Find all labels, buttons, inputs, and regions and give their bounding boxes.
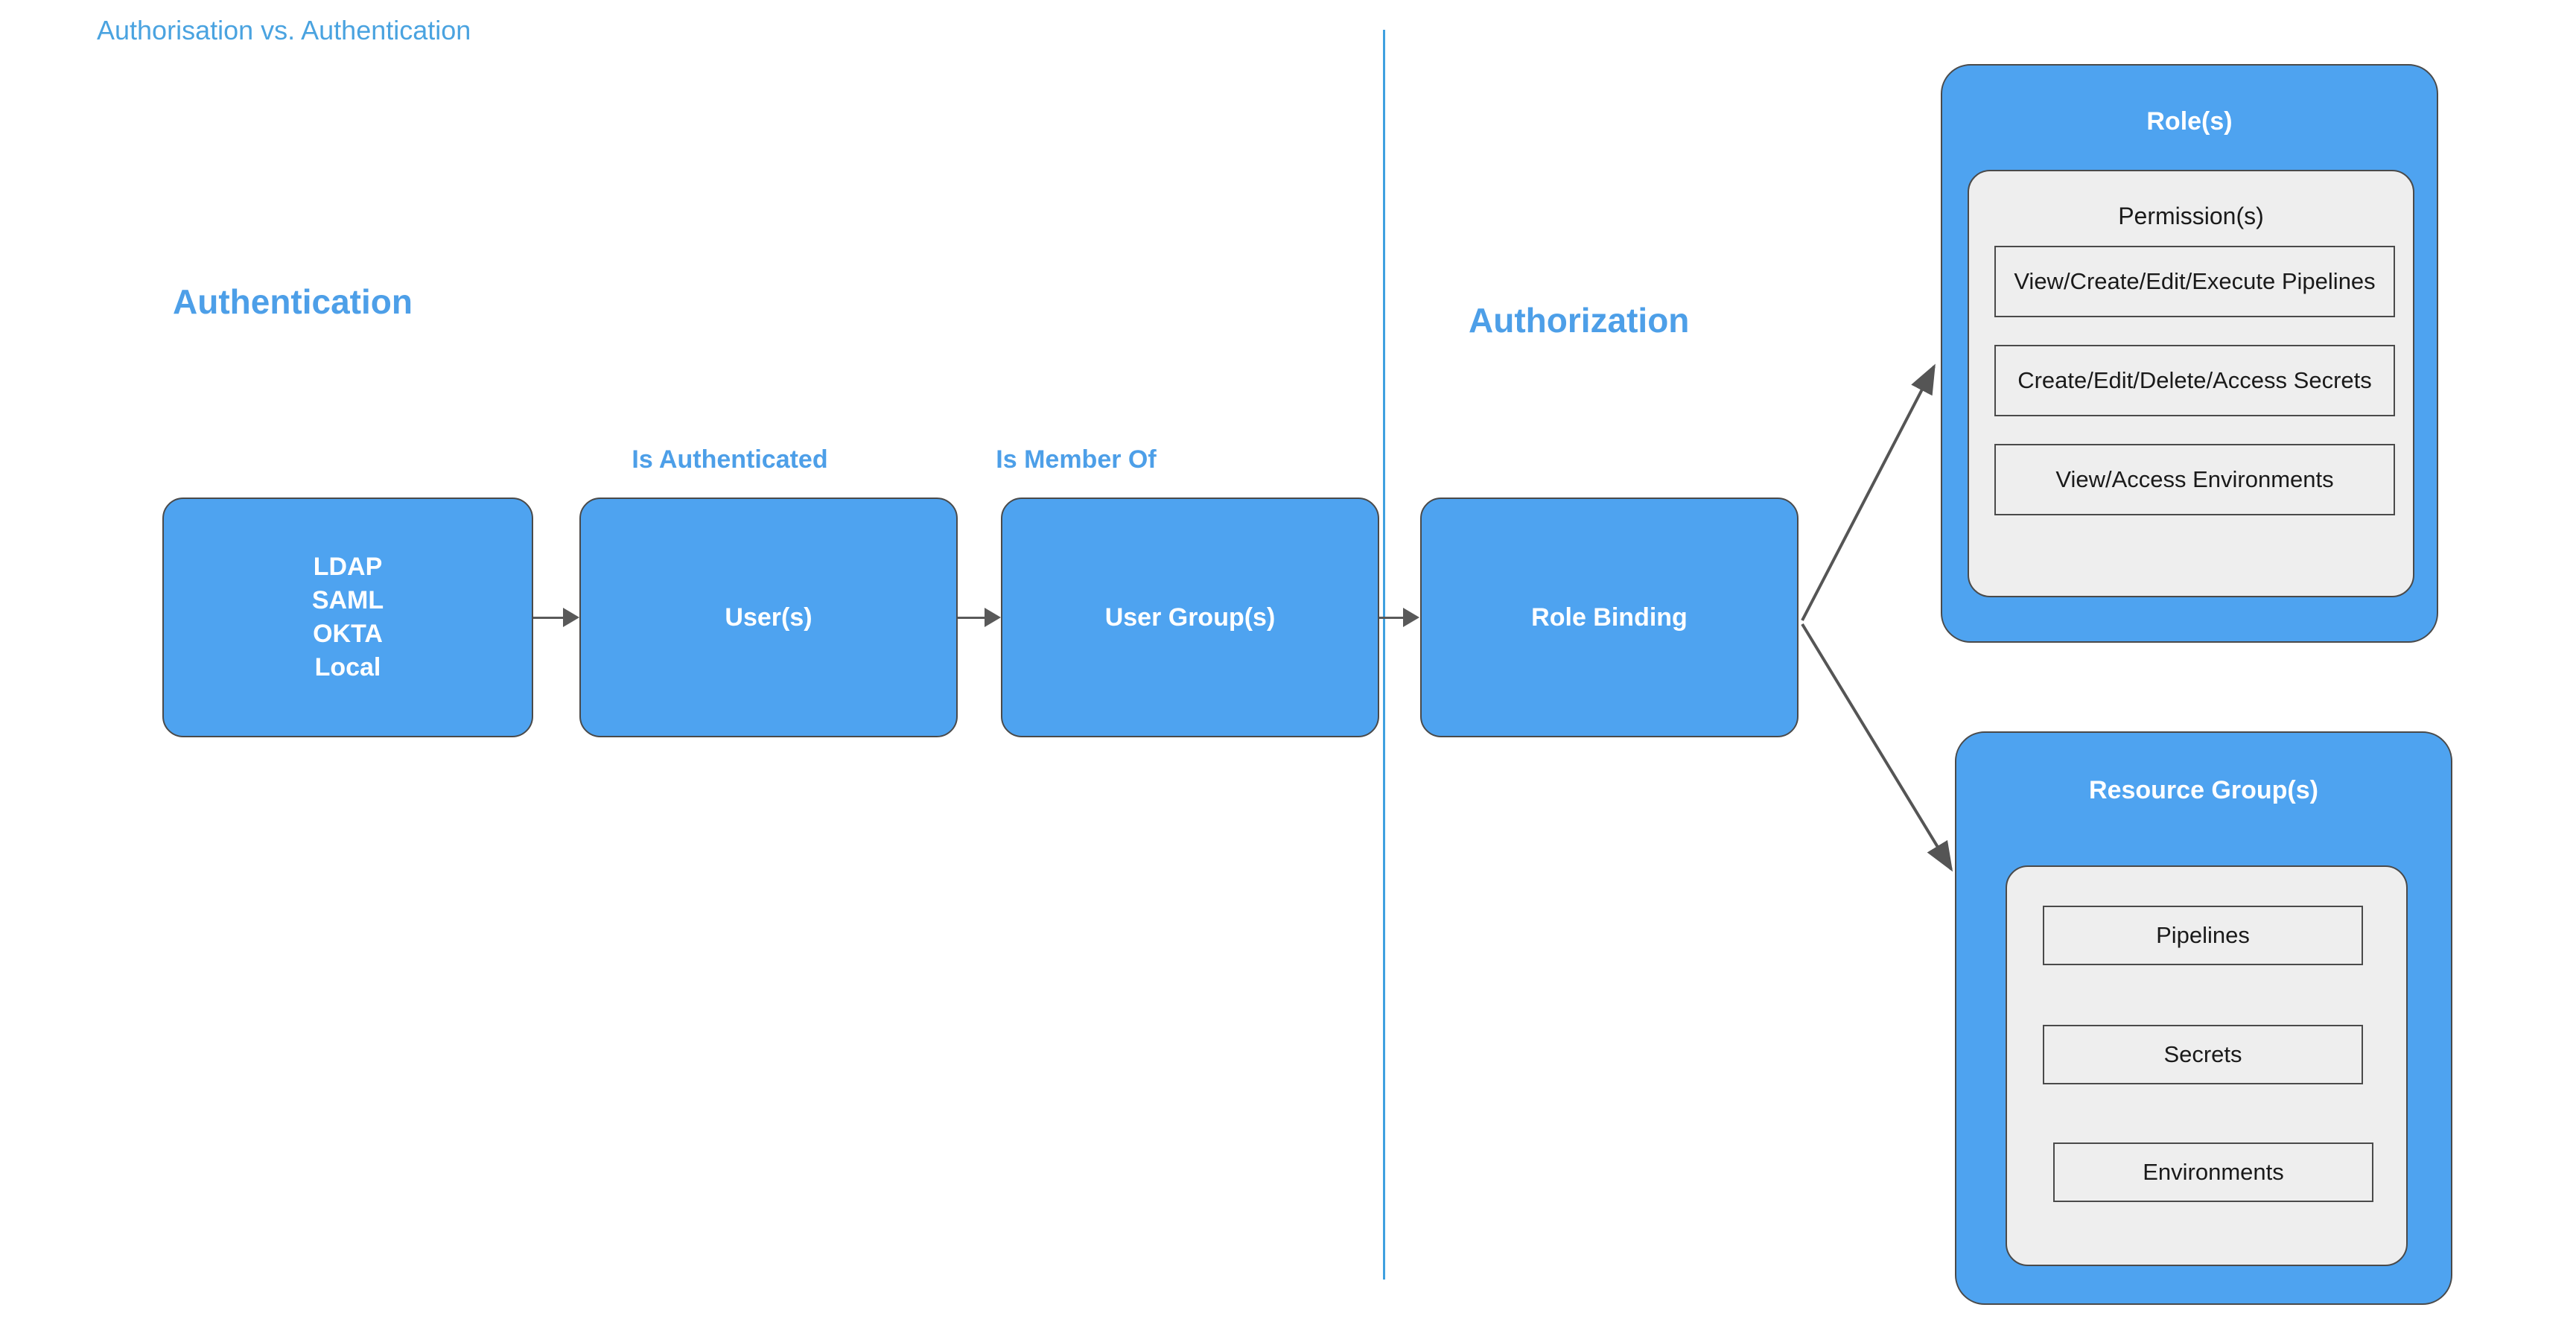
resource-item-pipelines-label: Pipelines — [2156, 922, 2250, 949]
resource-item-environments[interactable]: Environments — [2053, 1142, 2373, 1202]
permissions-title: Permission(s) — [2118, 203, 2264, 229]
panel-resource-groups-inner: Pipelines Secrets Environments — [2006, 865, 2408, 1266]
node-identity-providers[interactable]: LDAP SAML OKTA Local — [162, 498, 533, 737]
resource-item-secrets[interactable]: Secrets — [2043, 1025, 2363, 1084]
permission-item-pipelines[interactable]: View/Create/Edit/Execute Pipelines — [1994, 246, 2395, 317]
connector-groups-to-rolebinding — [1379, 617, 1405, 619]
node-users-label: User(s) — [725, 603, 812, 632]
panel-resource-groups[interactable]: Resource Group(s) Pipelines Secrets Envi… — [1955, 731, 2452, 1305]
node-identity-providers-label: LDAP SAML OKTA Local — [311, 553, 384, 681]
resource-item-environments-label: Environments — [2143, 1159, 2284, 1186]
resource-item-secrets-label: Secrets — [2163, 1041, 2242, 1068]
panel-roles-inner: Permission(s) View/Create/Edit/Execute P… — [1968, 170, 2414, 597]
panel-roles-title: Role(s) — [2146, 107, 2233, 136]
connector-users-to-groups — [958, 617, 986, 619]
arrowhead-groups-to-rolebinding — [1403, 608, 1419, 627]
permission-item-environments-label: View/Access Environments — [2055, 466, 2334, 493]
node-users[interactable]: User(s) — [579, 498, 958, 737]
permission-item-environments[interactable]: View/Access Environments — [1994, 444, 2395, 515]
permission-item-pipelines-label: View/Create/Edit/Execute Pipelines — [2014, 268, 2376, 295]
arrowhead-identity-to-users — [563, 608, 579, 627]
section-divider — [1383, 30, 1385, 1280]
node-role-binding[interactable]: Role Binding — [1420, 498, 1799, 737]
edge-label-is-authenticated: Is Authenticated — [632, 445, 828, 474]
permission-item-secrets-label: Create/Edit/Delete/Access Secrets — [2017, 367, 2372, 394]
page-title: Authorisation vs. Authentication — [97, 15, 471, 45]
node-user-groups-label: User Group(s) — [1104, 603, 1276, 632]
node-role-binding-label: Role Binding — [1531, 603, 1688, 632]
panel-resource-groups-title: Resource Group(s) — [2089, 776, 2318, 804]
edge-label-is-member-of: Is Member Of — [996, 445, 1157, 474]
node-user-groups[interactable]: User Group(s) — [1001, 498, 1379, 737]
panel-roles[interactable]: Role(s) Permission(s) View/Create/Edit/E… — [1941, 64, 2438, 643]
arrowhead-users-to-groups — [985, 608, 1001, 627]
permission-item-secrets[interactable]: Create/Edit/Delete/Access Secrets — [1994, 345, 2395, 416]
arrow-rolebinding-to-roles — [1801, 363, 1936, 621]
arrow-rolebinding-to-resource-groups — [1801, 623, 1953, 872]
resource-item-pipelines[interactable]: Pipelines — [2043, 906, 2363, 965]
section-heading-authorization: Authorization — [1469, 301, 1690, 340]
section-heading-authentication: Authentication — [173, 282, 413, 321]
connector-identity-to-users — [533, 617, 565, 619]
